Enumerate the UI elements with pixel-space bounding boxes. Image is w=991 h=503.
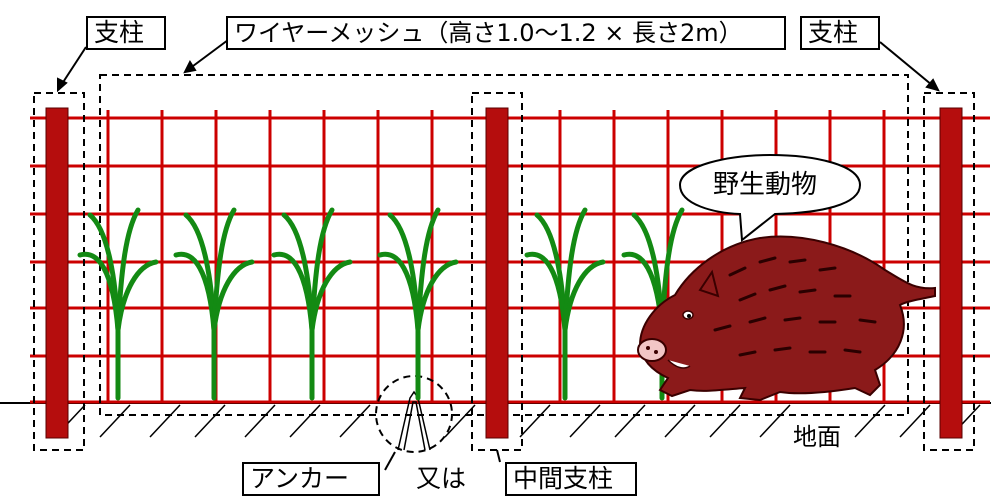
left-post bbox=[45, 107, 69, 439]
wild-boar bbox=[637, 235, 936, 402]
anchor-outline bbox=[375, 375, 453, 453]
plant bbox=[524, 207, 606, 401]
plant bbox=[173, 207, 255, 401]
ground-label: 地面 bbox=[790, 422, 844, 452]
plant bbox=[377, 207, 459, 401]
plant bbox=[77, 207, 159, 401]
plant bbox=[271, 207, 353, 401]
right-post-outline bbox=[923, 92, 975, 451]
post-label-right: 支柱 bbox=[800, 16, 880, 50]
or-label: 又は bbox=[416, 464, 467, 493]
middle-post bbox=[485, 107, 509, 439]
right-post bbox=[939, 107, 963, 439]
speech-bubble bbox=[678, 153, 862, 242]
ground-hatching bbox=[54, 404, 981, 438]
plants bbox=[77, 207, 685, 401]
wild-animal-label: 野生動物 bbox=[713, 170, 818, 200]
pointer-lines bbox=[57, 39, 940, 471]
post-label-left: 支柱 bbox=[86, 16, 166, 50]
wire-mesh-label: ワイヤーメッシュ（高さ1.0〜1.2 × 長さ2m） bbox=[226, 16, 786, 50]
anchor bbox=[397, 390, 431, 451]
anchor-label: アンカー bbox=[242, 462, 380, 496]
left-post-outline bbox=[33, 92, 85, 451]
middle-post-label: 中間支柱 bbox=[505, 462, 637, 496]
